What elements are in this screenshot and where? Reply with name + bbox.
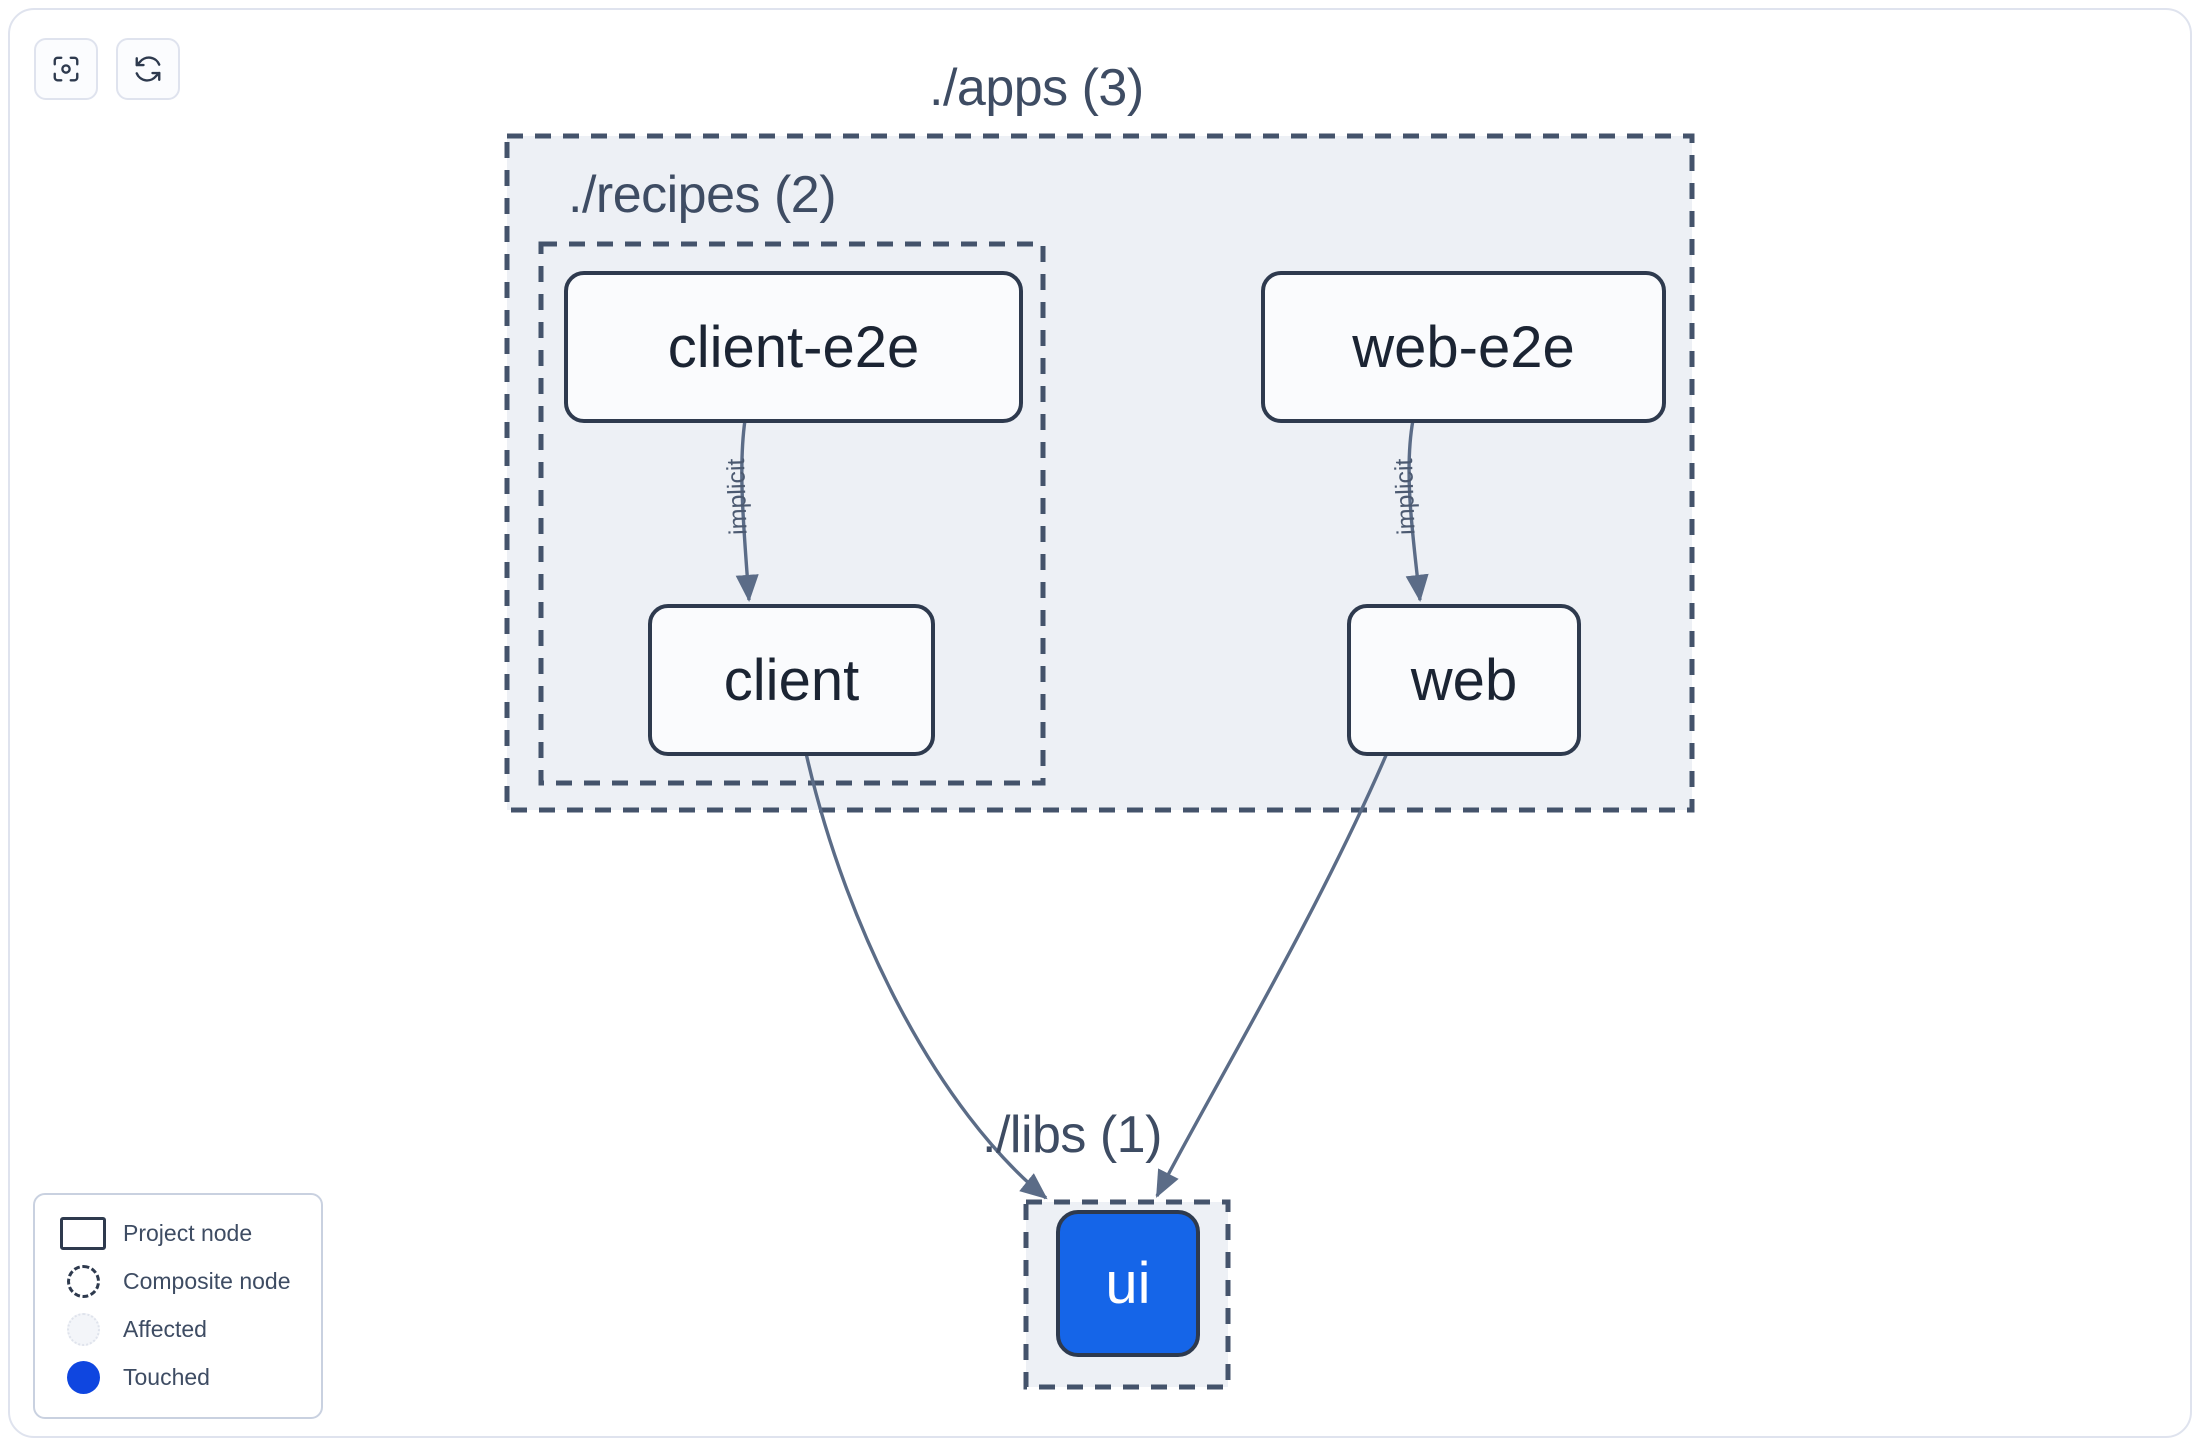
legend-item-affected: Affected — [53, 1305, 303, 1353]
refresh-graph-button[interactable] — [116, 38, 180, 100]
edge-client-to-ui[interactable] — [804, 752, 1048, 1200]
edge-label-client-e2e-client: implicit — [722, 458, 753, 536]
legend-label-affected: Affected — [123, 1315, 207, 1342]
touched-swatch — [53, 1360, 113, 1394]
focus-graph-button[interactable] — [34, 38, 98, 100]
legend-item-project-node: Project node — [53, 1209, 303, 1257]
focus-target-icon — [51, 54, 81, 84]
affected-swatch — [53, 1312, 113, 1346]
node-rect-web[interactable] — [1347, 604, 1581, 756]
edge-web-e2e-to-web[interactable] — [1405, 419, 1429, 603]
legend-item-touched: Touched — [53, 1353, 303, 1401]
refresh-sync-icon — [133, 54, 163, 84]
legend-item-composite-node: Composite node — [53, 1257, 303, 1305]
edge-web-to-ui[interactable] — [1155, 752, 1389, 1198]
legend-label-project-node: Project node — [123, 1219, 253, 1246]
node-rect-web-e2e[interactable] — [1261, 271, 1666, 423]
group-label-libs: ./libs (1) — [982, 1106, 1162, 1164]
project-node-swatch — [53, 1216, 113, 1250]
graph-legend: Project node Composite node Affected Tou… — [33, 1193, 323, 1419]
group-label-recipes: ./recipes (2) — [568, 166, 837, 224]
node-rect-ui[interactable] — [1056, 1210, 1200, 1357]
graph-toolbar — [34, 38, 180, 100]
legend-label-touched: Touched — [123, 1363, 210, 1390]
composite-node-swatch — [53, 1264, 113, 1298]
node-rect-client-e2e[interactable] — [564, 271, 1023, 423]
node-rect-client[interactable] — [648, 604, 935, 756]
group-label-apps: ./apps (3) — [929, 59, 1144, 117]
edge-client-e2e-to-client[interactable] — [735, 419, 759, 603]
legend-label-composite-node: Composite node — [123, 1267, 291, 1294]
edge-label-web-e2e-web: implicit — [1390, 458, 1421, 536]
